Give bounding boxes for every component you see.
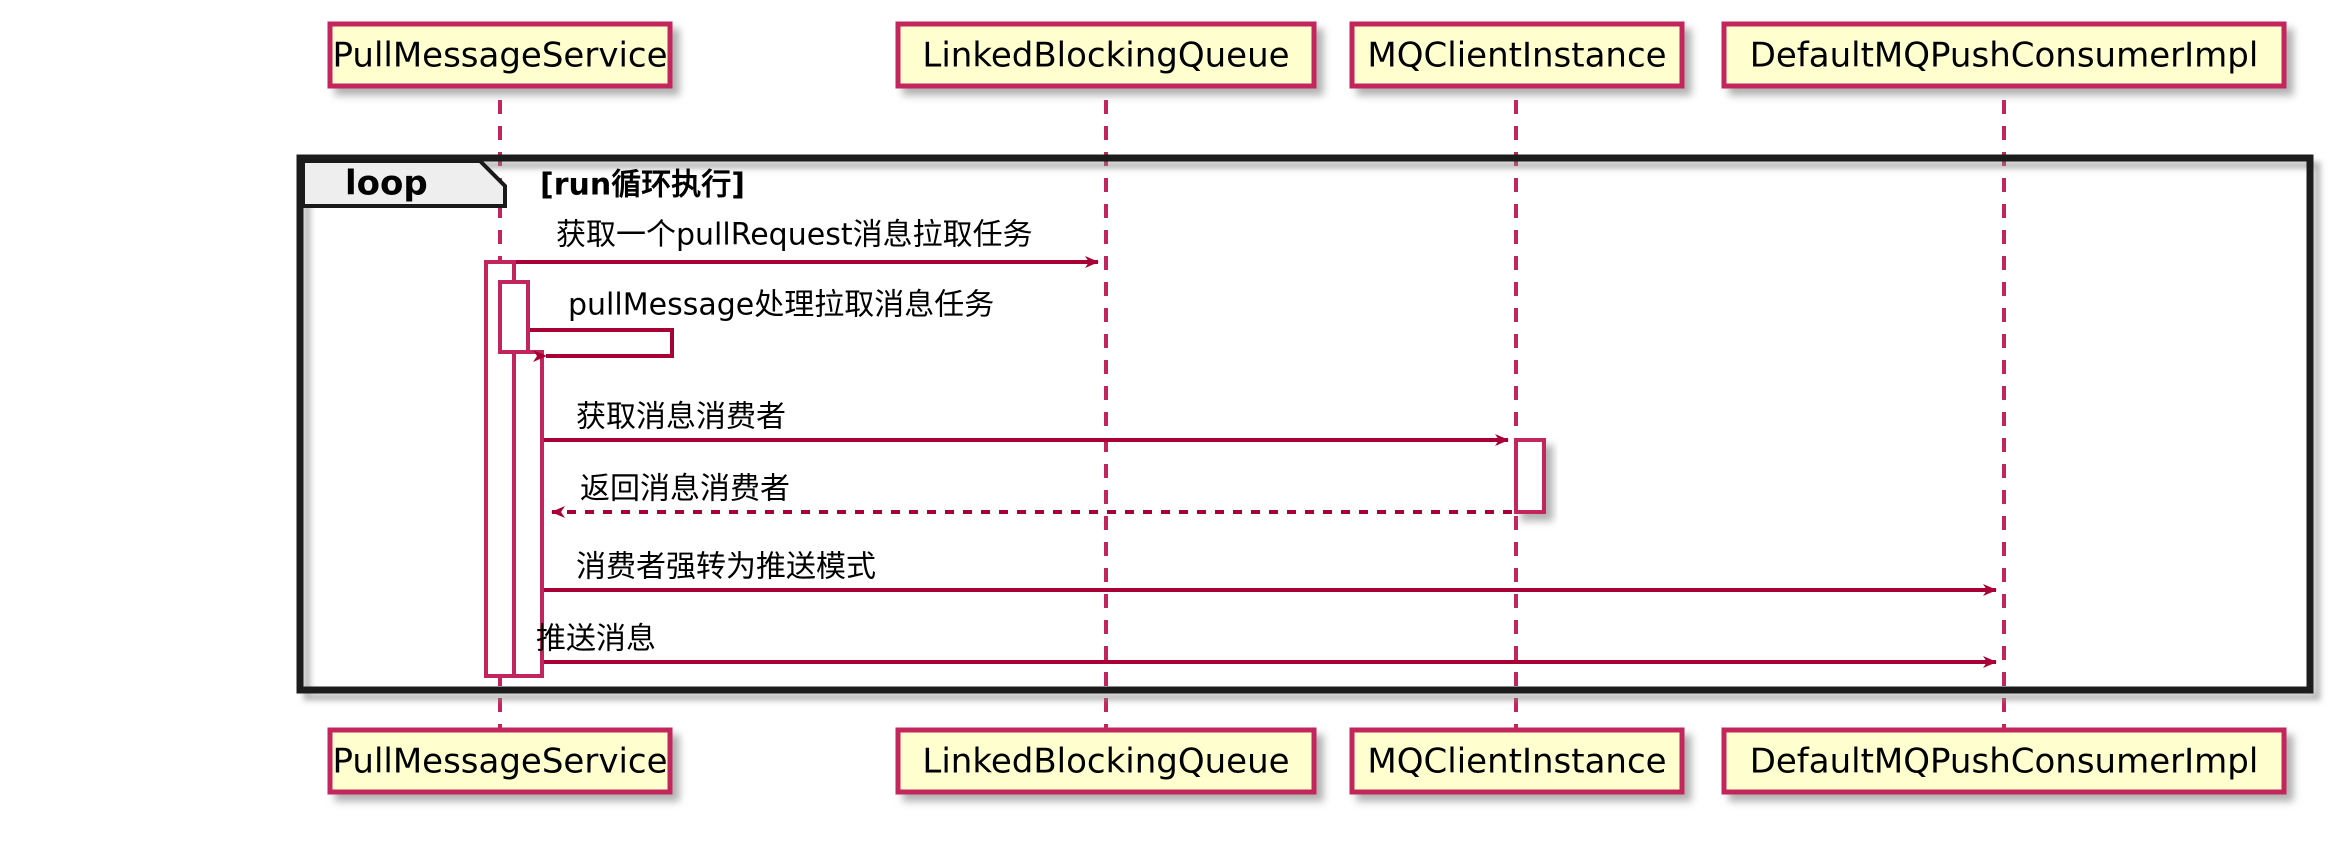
participant-box-rect[interactable]	[327, 727, 673, 795]
loop-fragment: loop [run循环执行]	[296, 154, 2314, 694]
participant-box-top-mqclientinstance[interactable]: MQClientInstance	[1349, 21, 1685, 89]
participant-box-bottom-pullmessageservice[interactable]: PullMessageService	[327, 727, 673, 795]
loop-guard-label: [run循环执行]	[540, 168, 745, 203]
participant-box-top-defaultmqpushconsumerimpl[interactable]: DefaultMQPushConsumerImpl	[1721, 21, 2287, 89]
participant-box-rect[interactable]	[1721, 727, 2287, 795]
activation-bar-pullmessageservice-self	[498, 280, 530, 354]
participant-box-top-label-defaultmqpushconsumerimpl: DefaultMQPushConsumerImpl	[1750, 36, 2259, 76]
participant-boxes-top: PullMessageService LinkedBlockingQueue M…	[327, 21, 2287, 89]
message-2-self-arrow	[530, 328, 674, 362]
participant-box-rect[interactable]	[895, 21, 1317, 89]
participant-box-bottom-defaultmqpushconsumerimpl[interactable]: DefaultMQPushConsumerImpl	[1721, 727, 2287, 795]
activation-bars-group	[484, 260, 1546, 678]
participant-box-top-label-pullmessageservice: PullMessageService	[332, 36, 667, 76]
participant-box-rect[interactable]	[1721, 21, 2287, 89]
participant-box-rect[interactable]	[327, 21, 673, 89]
participant-box-top-label-linkedblockingqueue: LinkedBlockingQueue	[922, 36, 1289, 76]
participant-box-top-linkedblockingqueue[interactable]: LinkedBlockingQueue	[895, 21, 1317, 89]
participant-box-bottom-label-mqclientinstance: MQClientInstance	[1367, 742, 1666, 782]
participant-box-top-pullmessageservice[interactable]: PullMessageService	[327, 21, 673, 89]
loop-frame-border	[296, 154, 2314, 694]
message-4-label: 返回消息消费者	[580, 472, 790, 507]
message-4: 返回消息消费者	[551, 472, 1512, 518]
participant-box-bottom-label-defaultmqpushconsumerimpl: DefaultMQPushConsumerImpl	[1750, 742, 2259, 782]
participant-box-bottom-label-linkedblockingqueue: LinkedBlockingQueue	[922, 742, 1289, 782]
message-3: 获取消息消费者	[544, 400, 1509, 446]
participant-box-rect[interactable]	[1349, 21, 1685, 89]
participant-box-bottom-label-pullmessageservice: PullMessageService	[332, 742, 667, 782]
participant-box-top-label-mqclientinstance: MQClientInstance	[1367, 36, 1666, 76]
message-6-label: 推送消息	[536, 622, 656, 657]
activation-bar-mqclientinstance	[1514, 438, 1546, 514]
message-5: 消费者强转为推送模式	[544, 550, 1997, 596]
participant-box-bottom-mqclientinstance[interactable]: MQClientInstance	[1349, 727, 1685, 795]
message-1: 获取一个pullRequest消息拉取任务	[516, 218, 1099, 268]
message-5-label: 消费者强转为推送模式	[576, 550, 876, 585]
participant-box-rect[interactable]	[895, 727, 1317, 795]
message-1-label: 获取一个pullRequest消息拉取任务	[556, 218, 1033, 253]
loop-tab-label: loop	[345, 164, 428, 204]
participant-box-bottom-linkedblockingqueue[interactable]: LinkedBlockingQueue	[895, 727, 1317, 795]
participant-box-rect[interactable]	[1349, 727, 1685, 795]
loop-frame-tab	[301, 159, 507, 208]
message-2: pullMessage处理拉取消息任务	[530, 288, 994, 362]
message-3-label: 获取消息消费者	[576, 400, 786, 435]
participant-boxes-bottom: PullMessageService LinkedBlockingQueue M…	[327, 727, 2287, 795]
message-2-label: pullMessage处理拉取消息任务	[568, 288, 994, 323]
activation-bar-pullmessageservice-nested	[512, 350, 544, 678]
message-6: 推送消息	[536, 622, 1997, 668]
